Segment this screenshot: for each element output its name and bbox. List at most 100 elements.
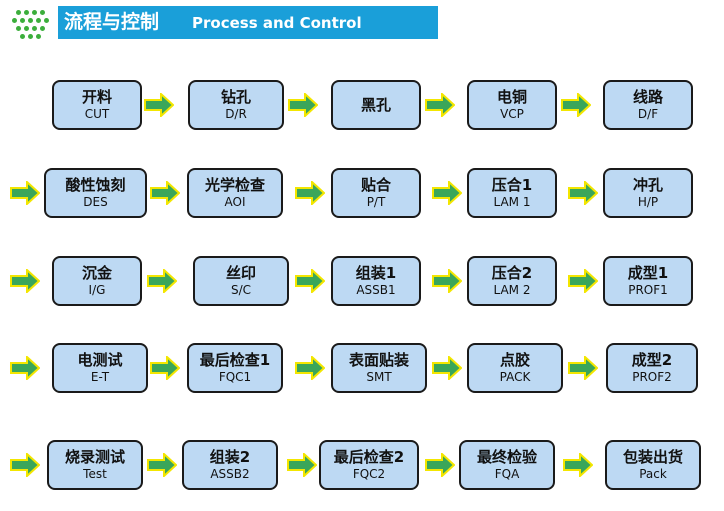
- step-code-english: LAM 1: [493, 195, 531, 209]
- step-name-chinese: 丝印: [225, 264, 256, 282]
- step-name-chinese: 电铜: [496, 88, 527, 106]
- logo-dot: [36, 34, 41, 39]
- right-arrow-icon: [432, 181, 462, 205]
- step-code-english: D/R: [225, 107, 247, 121]
- logo-dot: [24, 26, 29, 31]
- step-name-chinese: 黑孔: [360, 95, 391, 114]
- right-arrow-icon: [147, 453, 177, 477]
- title-english: Process and Control: [192, 14, 362, 32]
- step-code-english: ASSB2: [210, 467, 250, 481]
- step-name-chinese: 压合1: [491, 176, 533, 194]
- step-name-chinese: 电测试: [77, 351, 123, 369]
- right-arrow-icon: [568, 356, 598, 380]
- logo-dot: [12, 18, 17, 23]
- step-code-english: VCP: [500, 107, 524, 121]
- step-name-chinese: 组装1: [355, 264, 397, 282]
- step-name-chinese: 点胶: [499, 351, 530, 369]
- logo-dot: [16, 26, 21, 31]
- right-arrow-icon: [295, 181, 325, 205]
- right-arrow-icon: [432, 356, 462, 380]
- right-arrow-icon: [425, 93, 455, 117]
- step-code-english: Test: [83, 467, 107, 481]
- right-arrow-icon: [295, 356, 325, 380]
- step-code-english: H/P: [637, 195, 659, 209]
- step-code-english: DES: [83, 195, 108, 209]
- step-code-english: I/G: [88, 283, 106, 297]
- right-arrow-icon: [568, 269, 598, 293]
- logo-dot: [32, 10, 37, 15]
- right-arrow-icon: [425, 453, 455, 477]
- right-arrow-icon: [10, 181, 40, 205]
- right-arrow-icon: [432, 269, 462, 293]
- step-name-chinese: 贴合: [360, 176, 391, 194]
- step-code-english: PACK: [499, 370, 531, 384]
- step-code-english: FQA: [494, 467, 520, 481]
- right-arrow-icon: [10, 269, 40, 293]
- logo-dot: [28, 34, 33, 39]
- logo-dot: [40, 26, 45, 31]
- step-name-chinese: 最终检验: [476, 448, 537, 466]
- step-name-chinese: 最后检查1: [199, 351, 271, 369]
- step-name-chinese: 钻孔: [220, 88, 251, 106]
- step-code-english: E-T: [90, 370, 110, 384]
- right-arrow-icon: [10, 453, 40, 477]
- step-name-chinese: 成型2: [631, 351, 673, 369]
- title-chinese: 流程与控制: [64, 11, 160, 33]
- step-code-english: S/C: [230, 283, 252, 297]
- logo-dot: [32, 26, 37, 31]
- step-name-chinese: 沉金: [81, 264, 112, 282]
- step-code-english: P/T: [366, 195, 386, 209]
- right-arrow-icon: [295, 269, 325, 293]
- step-code-english: CUT: [84, 107, 110, 121]
- step-code-english: SMT: [366, 370, 392, 384]
- right-arrow-icon: [288, 93, 318, 117]
- step-name-chinese: 包装出货: [622, 448, 683, 466]
- right-arrow-icon: [563, 453, 593, 477]
- logo-dot: [24, 10, 29, 15]
- right-arrow-icon: [144, 93, 174, 117]
- logo-dot: [20, 18, 25, 23]
- step-name-chinese: 光学检查: [204, 176, 265, 194]
- step-name-chinese: 冲孔: [632, 176, 663, 194]
- step-code-english: PROF1: [628, 283, 668, 297]
- logo-dot: [44, 18, 49, 23]
- right-arrow-icon: [287, 453, 317, 477]
- logo-dot: [40, 10, 45, 15]
- step-name-chinese: 酸性蚀刻: [65, 176, 126, 194]
- step-code-english: FQC1: [218, 370, 252, 384]
- logo-dot: [36, 18, 41, 23]
- step-code-english: FQC2: [352, 467, 386, 481]
- right-arrow-icon: [568, 181, 598, 205]
- step-name-chinese: 压合2: [491, 264, 533, 282]
- step-name-chinese: 组装2: [209, 448, 251, 466]
- step-name-chinese: 成型1: [627, 264, 669, 282]
- dot-grid-logo-icon: [10, 0, 52, 42]
- logo-dot: [20, 34, 25, 39]
- right-arrow-icon: [150, 356, 180, 380]
- logo-dot: [16, 10, 21, 15]
- logo-dot: [28, 18, 33, 23]
- step-code-english: LAM 2: [493, 283, 531, 297]
- title-banner: 流程与控制 Process and Control: [58, 6, 438, 39]
- step-name-chinese: 烧录测试: [64, 448, 125, 466]
